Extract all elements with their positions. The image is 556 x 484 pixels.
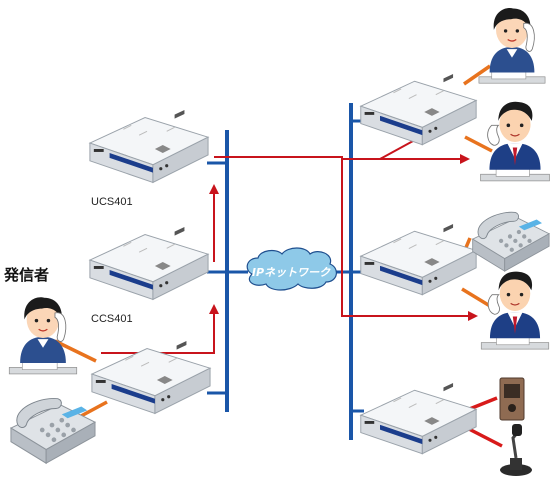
- caller-terminal-device: [91, 340, 211, 414]
- network-label: IPネットワーク: [252, 266, 331, 279]
- caller-label: 発信者: [3, 266, 49, 284]
- operator-top-icon: [478, 7, 546, 84]
- operator-man-1-icon: [479, 101, 551, 182]
- ccs401-label: CCS401: [91, 313, 133, 325]
- caller-operator-icon: [8, 296, 78, 375]
- paging-microphone-icon: [500, 424, 532, 476]
- ucs401-device: [89, 109, 209, 183]
- terminal-device-3: [360, 382, 477, 455]
- operator-man-2-icon: [480, 270, 550, 350]
- door-intercom-icon: [499, 377, 525, 421]
- ip-network-cloud: IPネットワーク: [246, 247, 337, 291]
- ccs401-device: [89, 226, 209, 300]
- terminal-device-1: [360, 73, 477, 146]
- ucs401-label: UCS401: [91, 196, 133, 208]
- desk-phone-left-icon: [10, 397, 96, 464]
- desk-phone-right-icon: [472, 211, 550, 272]
- terminal-device-2: [360, 223, 477, 296]
